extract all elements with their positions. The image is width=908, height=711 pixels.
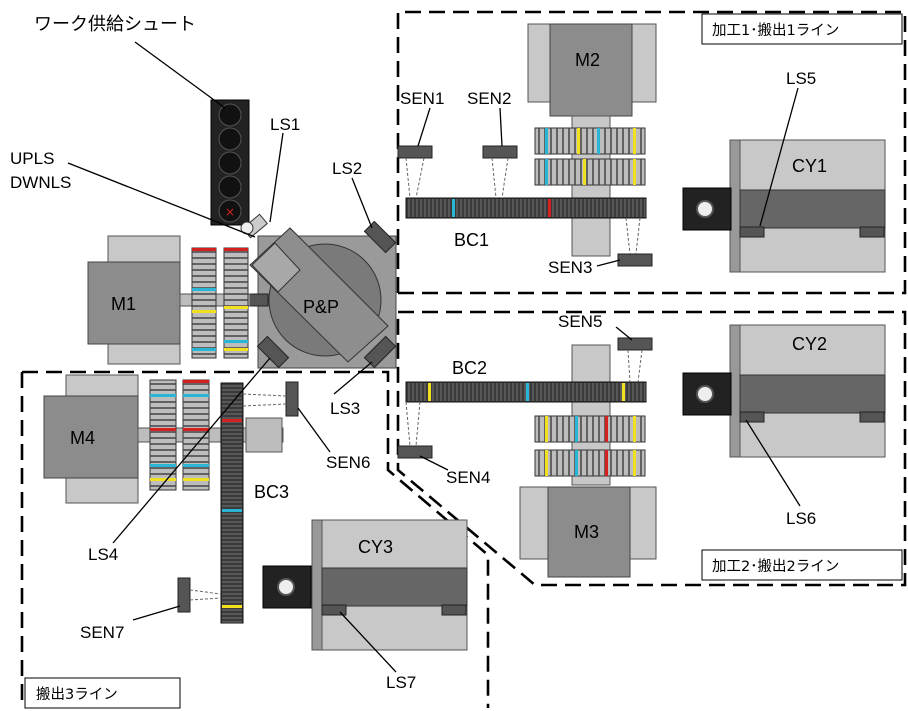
belt-bc1-marks: [408, 199, 646, 217]
label-bc3: BC3: [254, 482, 289, 502]
zone-line2-boundary: [396, 310, 907, 587]
belt-bc3-marks: [222, 385, 242, 623]
beam-sen6: [242, 393, 287, 407]
beam-sen4: [405, 401, 421, 447]
leader-ls1: [269, 132, 284, 223]
gears-m2: [534, 127, 646, 186]
beam-sen5: [627, 349, 643, 383]
svg-text:×: ×: [225, 205, 235, 219]
sensor-sen6: [285, 381, 299, 417]
zone-line3-label: 搬出3ライン: [36, 686, 118, 703]
zone-line1-label-box: [701, 13, 903, 45]
leader-ls5: [759, 87, 799, 227]
leader-ls7: [339, 611, 397, 673]
leader-ls6: [745, 419, 801, 507]
cylinder-cy2: CY2: [682, 324, 886, 458]
zone-line2-label: 加工2･搬出2ライン: [712, 558, 839, 575]
leader-sen5: [615, 326, 633, 341]
label-chute: ワーク供給シュート: [34, 14, 196, 34]
work-supply-chute: ×: [210, 99, 250, 226]
motor-m4: M4: [43, 374, 284, 504]
cy1-label: CY1: [792, 156, 827, 176]
label-sen1: SEN1: [400, 89, 444, 108]
label-ls5: LS5: [786, 69, 816, 88]
gear: [534, 158, 646, 186]
label-sen3: SEN3: [548, 258, 592, 277]
beam-sen3: [625, 217, 641, 255]
label-ls2: LS2: [332, 159, 362, 178]
gears-m3: [534, 415, 646, 477]
leader-ls3: [333, 361, 373, 395]
label-upls: UPLS: [10, 149, 54, 168]
cylinder-cy3: CY3: [262, 519, 468, 651]
pick-and-place-unit: P&P: [240, 213, 397, 369]
leader-ls2: [351, 177, 373, 229]
m4-label: M4: [70, 428, 95, 448]
sensor-sen7: [177, 577, 191, 613]
leader-chute: [134, 41, 226, 109]
label-sen4: SEN4: [446, 468, 490, 487]
sensor-sen5: [617, 337, 653, 351]
label-sen6: SEN6: [326, 453, 370, 472]
pp-label: P&P: [303, 297, 339, 317]
label-sen2: SEN2: [467, 89, 511, 108]
leader-upls: [67, 162, 256, 238]
label-ls6: LS6: [786, 509, 816, 528]
m2-label: M2: [575, 50, 600, 70]
label-bc1: BC1: [454, 230, 489, 250]
label-ls4: LS4: [88, 545, 118, 564]
leader-sen4: [419, 455, 449, 471]
beam-sen2: [491, 157, 509, 199]
cy2-label: CY2: [792, 334, 827, 354]
label-ls7: LS7: [386, 673, 416, 692]
gear: [223, 247, 249, 359]
leader-sen7: [132, 605, 181, 621]
zone-line3-label-box: [24, 677, 181, 709]
zone-line2-label-box: [701, 549, 903, 581]
label-bc2: BC2: [452, 358, 487, 378]
label-dwnls: DWNLS: [10, 173, 71, 192]
sensor-sen3: [617, 253, 653, 267]
gear: [534, 127, 646, 155]
sensor-sen2: [482, 145, 518, 159]
beam-sen7: [189, 589, 222, 601]
gears-m1: [191, 247, 249, 359]
gear: [534, 449, 646, 477]
label-sen7: SEN7: [80, 623, 124, 642]
zone-line1-label: 加工1･搬出1ライン: [712, 22, 839, 39]
cylinder-cy1: CY1: [682, 139, 886, 273]
m1-label: M1: [111, 294, 136, 314]
gear: [534, 415, 646, 443]
m3-label: M3: [574, 522, 599, 542]
zone-line1-boundary: [396, 10, 907, 295]
leader-ls4: [112, 357, 271, 544]
gear: [149, 379, 177, 491]
leader-sen2: [499, 107, 503, 147]
leader-sen3: [596, 259, 621, 267]
belt-bc1: [405, 197, 647, 219]
sensor-sen4: [397, 445, 433, 459]
cy3-label: CY3: [358, 537, 393, 557]
zone-line3-boundary: [20, 370, 490, 708]
leader-sen6: [297, 407, 331, 453]
belt-bc3: [220, 382, 244, 624]
label-ls1: LS1: [270, 115, 300, 134]
sensor-sen1: [397, 145, 433, 159]
leader-sen1: [417, 107, 431, 147]
motor-m1: M1: [87, 235, 251, 365]
label-ls3: LS3: [330, 399, 360, 418]
beam-sen1: [405, 157, 425, 199]
belt-bc2-marks: [408, 383, 646, 401]
label-sen5: SEN5: [558, 312, 602, 331]
